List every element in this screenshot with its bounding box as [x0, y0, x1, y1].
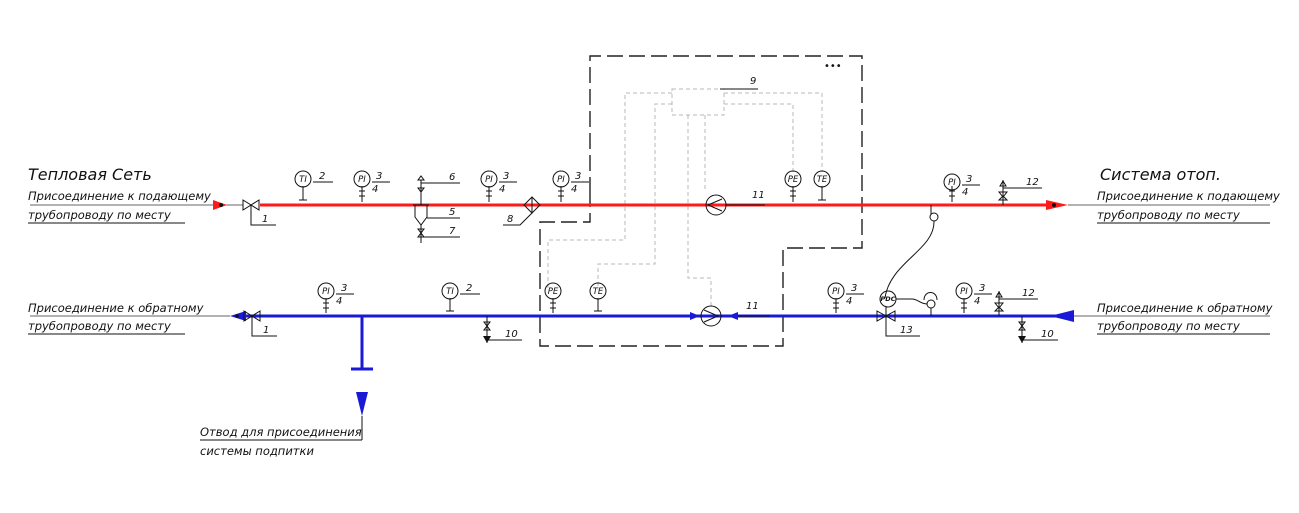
svg-text:PI: PI — [960, 287, 968, 297]
svg-text:4: 4 — [372, 184, 378, 195]
svg-text:PI: PI — [358, 175, 366, 185]
filter: 8 — [503, 196, 541, 226]
svg-text:4: 4 — [499, 184, 505, 195]
svg-text:12: 12 — [1026, 177, 1039, 188]
svg-text:PI: PI — [322, 287, 330, 297]
return-air-vent: 12 — [993, 288, 1038, 316]
right-return-note-1: Присоединение к обратному — [1097, 301, 1273, 315]
right-return-note-2: трубопроводу по месту — [1097, 319, 1240, 333]
supply-pressure-transmitter: PE — [784, 170, 802, 202]
left-supply-note-2: трубопроводу по месту — [28, 208, 171, 222]
svg-text:3: 3 — [503, 171, 509, 182]
right-supply-note-2: трубопроводу по месту — [1097, 208, 1240, 222]
supply-pressure-gauge-3: PI 3 4 — [552, 170, 589, 202]
svg-text:PI: PI — [485, 175, 493, 185]
system-title: Система отоп. — [1100, 165, 1221, 184]
supply-outlet-arrow — [1046, 200, 1068, 210]
supply-pressure-gauge-2: PI 3 4 — [480, 170, 517, 202]
svg-text:PE: PE — [788, 175, 799, 185]
svg-text:TI: TI — [299, 175, 307, 185]
svg-text:3: 3 — [851, 283, 857, 294]
svg-text:TI: TI — [446, 287, 454, 297]
svg-text:7: 7 — [449, 226, 456, 237]
return-pipe — [30, 310, 1270, 441]
svg-text:4: 4 — [962, 187, 968, 198]
supply-temperature-transmitter: TE — [813, 170, 831, 201]
left-supply-note-1: Присоединение к подающему — [28, 189, 211, 203]
label-pos-1-supply: 1 — [262, 214, 268, 225]
svg-text:PI: PI — [948, 178, 956, 188]
svg-text:2: 2 — [466, 283, 472, 294]
svg-text:11: 11 — [746, 301, 759, 312]
return-pressure-gauge-1: PI 3 4 — [317, 282, 354, 313]
svg-text:10: 10 — [1041, 329, 1054, 340]
label-pos-1-return: 1 — [263, 325, 269, 336]
svg-text:PI: PI — [832, 287, 840, 297]
left-return-note-2: трубопроводу по месту — [28, 319, 171, 333]
svg-text:4: 4 — [571, 184, 577, 195]
controller-box — [671, 88, 725, 116]
mud-separator: 6 5 7 — [413, 172, 460, 243]
supply-gate-valve: 1 — [242, 199, 276, 226]
svg-text:10: 10 — [505, 329, 518, 340]
return-pressure-gauge-3: PI 3 4 — [955, 282, 992, 313]
supply-temperature-indicator: TI 2 — [294, 170, 333, 201]
svg-text:3: 3 — [966, 174, 972, 185]
branch-arrow — [356, 392, 368, 416]
svg-text:3: 3 — [376, 171, 382, 182]
supply-pipe — [30, 200, 1270, 210]
svg-text:PE: PE — [548, 287, 559, 297]
return-pressure-transmitter: PE — [544, 282, 562, 313]
svg-text:13: 13 — [900, 325, 913, 336]
return-temperature-transmitter: TE — [589, 282, 607, 312]
right-supply-note-1: Присоединение к подающему — [1097, 189, 1280, 203]
svg-text:PI: PI — [557, 175, 565, 185]
return-drain-valve: 10 — [483, 316, 522, 343]
svg-text:11: 11 — [752, 190, 765, 201]
return-gate-valve: 1 — [243, 310, 277, 337]
svg-text:12: 12 — [1022, 288, 1035, 299]
return-inlet-arrow — [1050, 310, 1074, 322]
svg-text:5: 5 — [449, 207, 455, 218]
label-pos-9: 9 — [750, 76, 756, 87]
system-return-drain-valve: 10 — [1018, 316, 1058, 343]
svg-text:4: 4 — [336, 296, 342, 307]
network-title: Тепловая Сеть — [28, 165, 152, 184]
return-temperature-indicator: TI 2 — [441, 282, 480, 312]
left-labels: Тепловая Сеть Присоединение к подающему … — [28, 165, 362, 458]
system-supply-pressure-gauge: PI 3 4 — [943, 173, 980, 202]
panel-ellipsis: ••• — [824, 61, 842, 72]
supply-air-vent: 12 — [997, 177, 1042, 205]
supply-circulation-pump: 11 — [705, 190, 765, 216]
svg-text:6: 6 — [449, 172, 455, 183]
svg-text:TE: TE — [817, 175, 828, 185]
supply-impulse-tap — [884, 205, 939, 299]
control-lines: 9 — [547, 76, 823, 306]
svg-text:8: 8 — [507, 214, 513, 225]
branch-note-2: системы подпитки — [200, 444, 314, 458]
svg-text:2: 2 — [319, 171, 325, 182]
svg-text:TE: TE — [593, 287, 604, 297]
svg-text:4: 4 — [846, 296, 852, 307]
svg-text:3: 3 — [575, 171, 581, 182]
return-pressure-gauge-2: PI 3 4 — [827, 282, 864, 313]
svg-text:PDC: PDC — [881, 295, 896, 303]
differential-pressure-controller: PDC 13 — [876, 290, 938, 337]
left-return-note-1: Присоединение к обратному — [28, 301, 204, 315]
svg-text:3: 3 — [979, 283, 985, 294]
right-labels: Система отоп. Присоединение к подающему … — [1097, 165, 1280, 335]
supply-pressure-gauge-1: PI 3 4 — [353, 170, 390, 202]
branch-note-1: Отвод для присоединения — [200, 425, 362, 439]
control-panel-boundary: ••• — [539, 55, 863, 347]
return-circulation-pump: 11 — [700, 301, 770, 327]
svg-text:4: 4 — [974, 296, 980, 307]
svg-text:3: 3 — [341, 283, 347, 294]
